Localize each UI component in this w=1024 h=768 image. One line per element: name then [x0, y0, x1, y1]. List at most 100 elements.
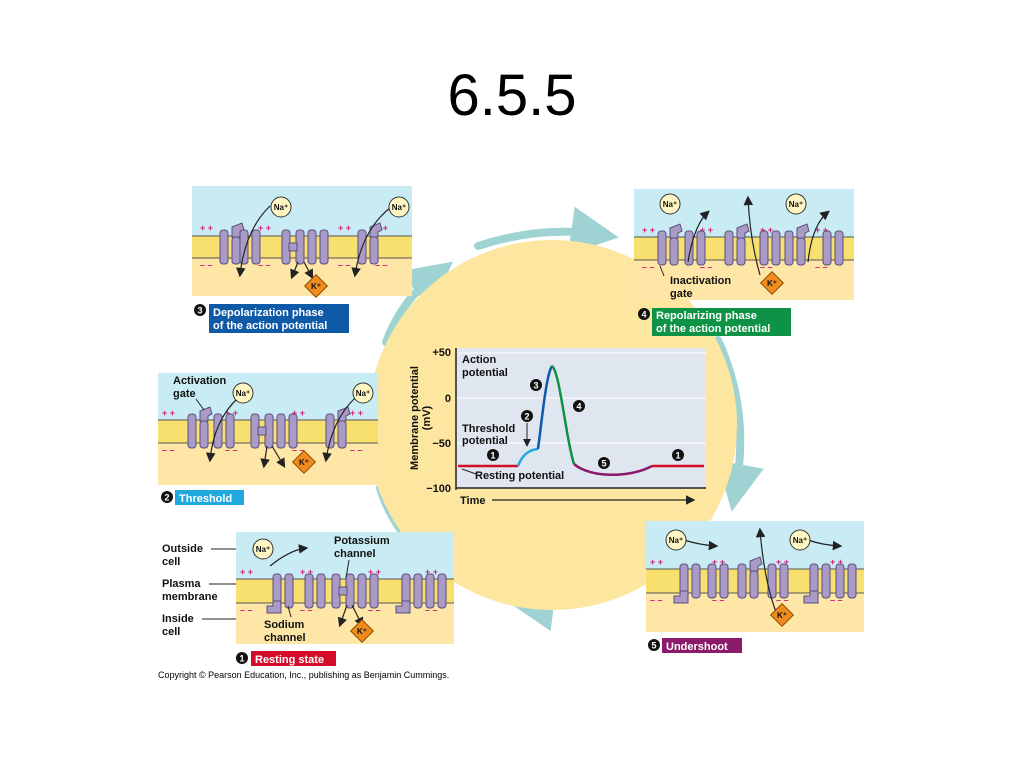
graph-marker-5: 5 — [598, 457, 610, 469]
svg-text:– –: – – — [162, 445, 175, 455]
svg-text:– –: – – — [338, 260, 351, 270]
panel-undershoot: + ++ ++ ++ + – –– –– –– – Na⁺ Na⁺ K⁺ — [646, 521, 864, 632]
svg-text:– –: – – — [240, 605, 253, 615]
svg-text:+ +: + + — [300, 567, 313, 577]
action-potential-label-line2: potential — [462, 367, 508, 379]
panel-resting: + ++ ++ ++ + – –– –– –– – Na⁺ K⁺ Potassi… — [236, 532, 454, 644]
potassium-ion-badge: K⁺ — [760, 271, 784, 295]
svg-text:– –: – – — [375, 260, 388, 270]
graph-panel — [456, 348, 706, 488]
sodium-ion-text: Na⁺ — [356, 389, 370, 398]
svg-text:+ +: + + — [712, 557, 725, 567]
phase-label-line1: Depolarization phase — [213, 307, 324, 319]
cycle-arrow-right — [714, 336, 764, 512]
inactivation-gate-label-line1: Inactivation — [670, 275, 731, 287]
phase-label: Resting state — [255, 654, 324, 666]
phase-label-line2: of the action potential — [213, 320, 327, 332]
phase-label-undershoot: 5 Undershoot — [648, 638, 742, 653]
svg-text:+ +: + + — [350, 408, 363, 418]
action-potential-label-line1: Action — [462, 354, 497, 366]
activation-gate-pointer — [195, 398, 205, 411]
svg-text:– –: – – — [225, 445, 238, 455]
svg-text:+ +: + + — [368, 567, 381, 577]
sodium-ion-badge: Na⁺ — [232, 382, 254, 404]
potassium-ion-badge: K⁺ — [304, 274, 328, 298]
graph-marker-2-text: 2 — [524, 412, 529, 422]
k-efflux-arrow — [807, 210, 830, 263]
svg-text:+ +: + + — [830, 557, 843, 567]
svg-text:– –: – – — [292, 445, 305, 455]
inactivation-gate-pointer — [659, 265, 665, 277]
svg-text:+ +: + + — [642, 225, 655, 235]
phase-number: 4 — [641, 310, 646, 320]
curve-repolarizing — [550, 365, 576, 465]
svg-text:– –: – – — [760, 262, 773, 272]
sodium-ion-text: Na⁺ — [663, 200, 677, 209]
graph-marker-5-text: 5 — [601, 459, 606, 469]
sodium-ion-text: Na⁺ — [669, 536, 683, 545]
svg-text:+ +: + + — [200, 223, 213, 233]
graph-gridlines — [456, 352, 706, 444]
k-arrow — [271, 445, 286, 469]
tick-label-plus50: +50 — [432, 347, 451, 359]
plasma-membrane-label-line2: membrane — [162, 591, 218, 603]
k-arrow — [303, 261, 314, 280]
inactivation-gate-label-line2: gate — [670, 288, 693, 300]
activation-gate-label-line1: Activation — [173, 375, 226, 387]
sodium-ion-badge: Na⁺ — [785, 193, 807, 215]
inside-cell-label-line2: cell — [162, 626, 180, 638]
resting-pointer-line — [461, 468, 477, 475]
graph-marker-1b-text: 1 — [675, 451, 680, 461]
phase-label-line2: of the action potential — [656, 323, 770, 335]
sodium-ion-badge: Na⁺ — [270, 196, 292, 218]
potassium-channel-label-line2: channel — [334, 548, 376, 560]
plasma-membrane-label-line1: Plasma — [162, 578, 201, 590]
svg-text:– –: – – — [425, 605, 438, 615]
panel-depolarization: + ++ ++ ++ + – –– –– –– – Na⁺ Na⁺ K⁺ — [192, 186, 412, 298]
cycle-arrow-left — [382, 261, 454, 346]
sodium-ion-badge: Na⁺ — [659, 193, 681, 215]
copyright-notice: Copyright © Pearson Education, Inc., pub… — [158, 670, 450, 680]
sodium-ion-badge: Na⁺ — [388, 196, 410, 218]
phase-label-resting: 1 Resting state — [236, 651, 336, 666]
graph-marker-1a-text: 1 — [490, 451, 495, 461]
k-efflux-arrow — [687, 210, 710, 263]
graph-ylabel-line1: Membrane potential — [409, 366, 421, 470]
svg-text:+ +: + + — [258, 223, 271, 233]
sodium-ion-badge: Na⁺ — [352, 382, 374, 404]
curve-threshold — [516, 447, 539, 467]
sodium-ion-text: Na⁺ — [274, 203, 288, 212]
sodium-ion-text: Na⁺ — [392, 203, 406, 212]
phase-label-line1: Repolarizing phase — [656, 310, 757, 322]
panel-repolarizing: + ++ ++ ++ + – –– –– –– – Na⁺ Na⁺ K⁺ Ina… — [634, 189, 854, 300]
graph-marker-1a: 1 — [487, 449, 499, 461]
na-influx-arrow — [205, 397, 239, 463]
svg-text:– –: – – — [642, 262, 655, 272]
sodium-channel-label-line2: channel — [264, 632, 306, 644]
tick-label-0: 0 — [445, 393, 451, 405]
na-influx-arrow — [322, 397, 356, 463]
phase-number: 2 — [164, 493, 169, 503]
svg-text:– –: – – — [700, 262, 713, 272]
slide-title: 6.5.5 — [447, 63, 577, 128]
potassium-ion-text: K⁺ — [777, 611, 787, 620]
potassium-ion-text: K⁺ — [767, 279, 777, 288]
svg-text:– –: – – — [815, 262, 828, 272]
phase-label: Threshold — [179, 493, 232, 505]
na-blocked-arrow — [269, 544, 309, 567]
svg-text:– –: – – — [830, 595, 843, 605]
potassium-ion-badge: K⁺ — [770, 603, 794, 627]
threshold-potential-label-line1: Threshold — [462, 423, 515, 435]
svg-text:+ +: + + — [650, 557, 663, 567]
graph-marker-4: 4 — [573, 400, 585, 412]
sodium-ion-badge: Na⁺ — [252, 538, 274, 560]
curve-depolarization — [536, 365, 554, 450]
phase-label-threshold: 2 Threshold — [161, 490, 244, 505]
cycle-arrow-top — [474, 206, 619, 255]
svg-text:+ +: + + — [700, 225, 713, 235]
sodium-ion-text: Na⁺ — [793, 536, 807, 545]
curve-undershoot — [573, 463, 653, 476]
svg-text:+ +: + + — [776, 557, 789, 567]
graph-marker-3-text: 3 — [533, 381, 538, 391]
graph-marker-1b: 1 — [672, 449, 684, 461]
